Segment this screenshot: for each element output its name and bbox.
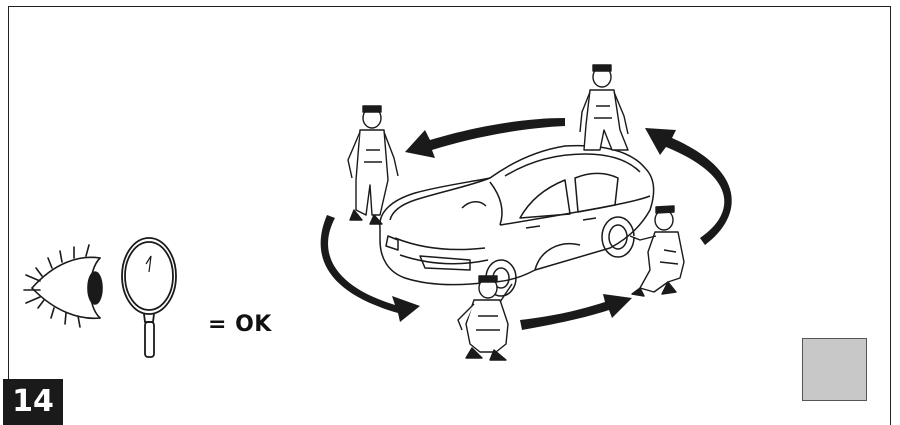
checkbox[interactable] xyxy=(802,338,867,401)
step-number-badge: 14 xyxy=(3,379,63,425)
rotation-arrow-bottom xyxy=(520,294,632,330)
car-icon xyxy=(380,146,654,296)
mechanic-icon xyxy=(630,206,684,296)
mechanic-icon xyxy=(348,106,398,224)
rotation-arrow-left xyxy=(321,215,420,322)
result-label: = OK xyxy=(208,312,272,337)
eye-icon xyxy=(24,245,102,327)
magnifying-glass-icon xyxy=(122,238,176,357)
mechanic-icon xyxy=(458,276,512,360)
mechanic-icon xyxy=(580,65,628,150)
